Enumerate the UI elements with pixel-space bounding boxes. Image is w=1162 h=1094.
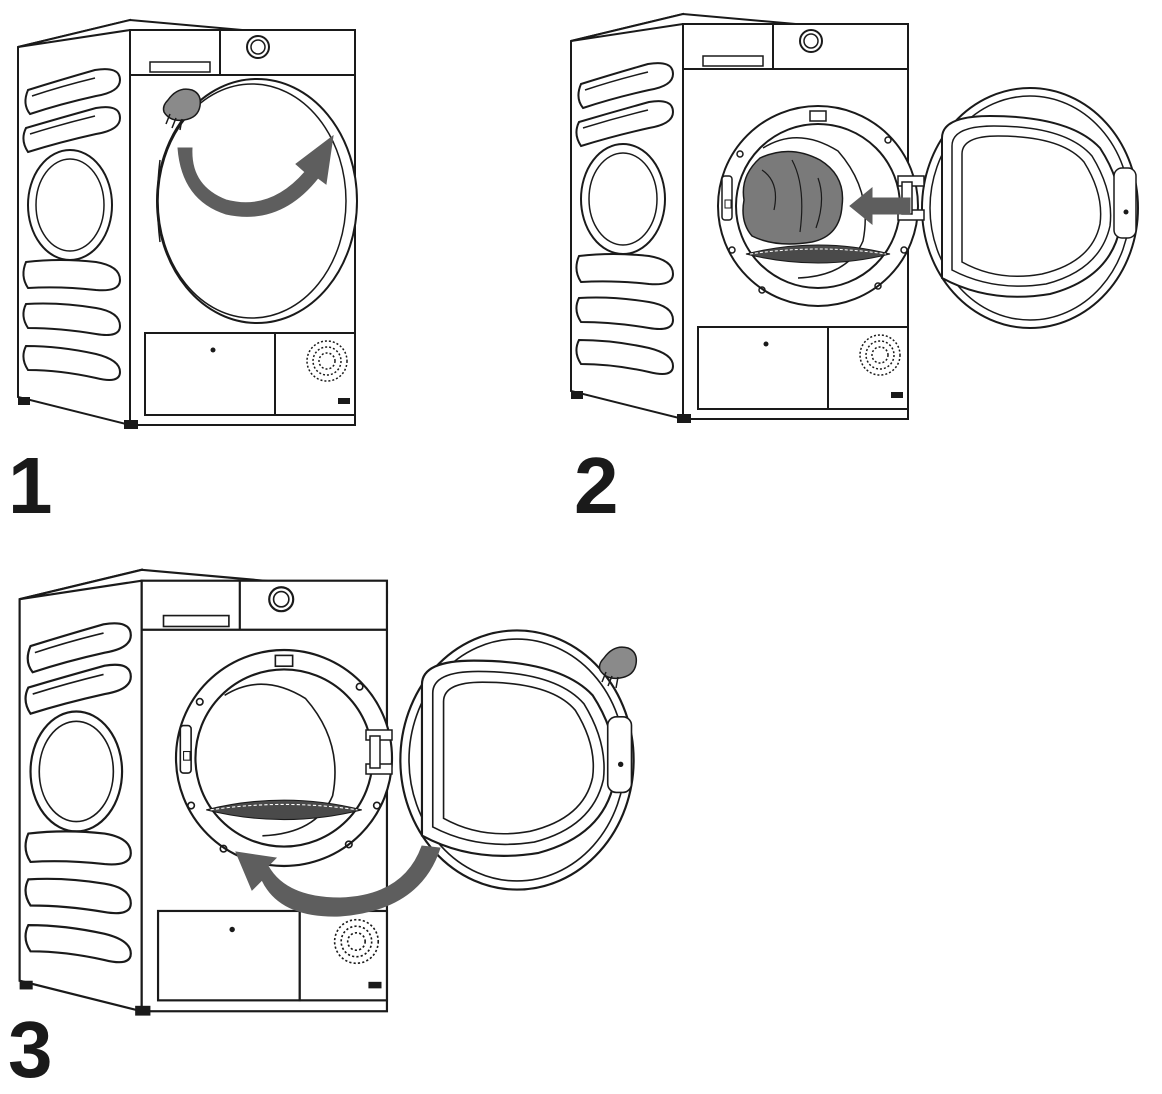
step-2-illustration (570, 13, 1139, 424)
step-number-2: 2 (574, 441, 619, 530)
open-door-2 (921, 87, 1139, 329)
closed-door (156, 78, 358, 324)
step-number-1: 1 (8, 441, 53, 530)
step-3-illustration (18, 568, 638, 1017)
laundry-icon (742, 150, 844, 245)
step-number-3: 3 (8, 1005, 53, 1094)
close-door-arrow-icon (235, 845, 441, 917)
load-laundry-arrow-icon (849, 186, 911, 226)
drum-opening-3 (174, 648, 394, 868)
open-door-arrow-icon (177, 134, 334, 217)
step-1-illustration (17, 19, 358, 430)
